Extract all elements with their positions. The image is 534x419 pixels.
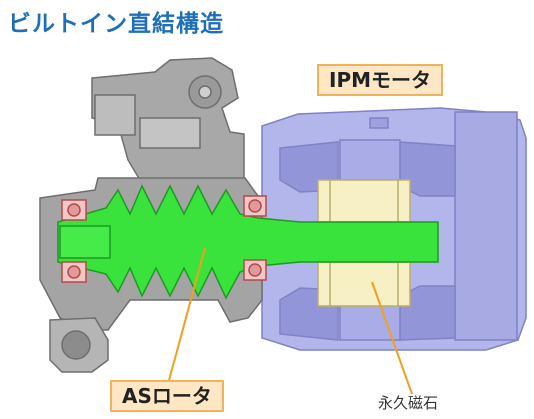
ipm-motor-label: IPMモータ (317, 64, 444, 96)
permanent-magnet-label: 永久磁石 (378, 394, 439, 412)
as-rotor-label: ASロータ (110, 380, 224, 412)
bearings (61, 195, 267, 283)
upper-housing (91, 57, 245, 185)
leader-lines (167, 247, 413, 395)
page-title: ビルトイン直結構造 (8, 11, 224, 37)
as-rotor (57, 184, 439, 300)
